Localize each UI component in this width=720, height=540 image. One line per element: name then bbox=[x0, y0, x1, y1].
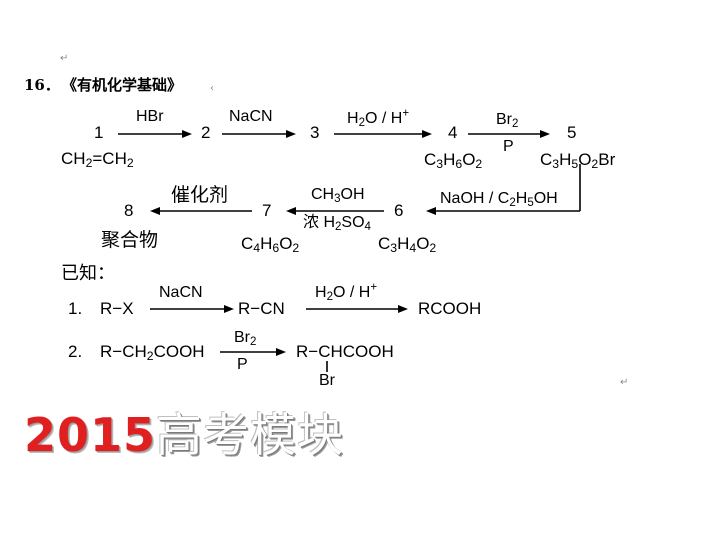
compound-number: 5 bbox=[567, 123, 577, 142]
known-product: R−CHCOOH bbox=[296, 342, 394, 361]
arrowhead bbox=[398, 305, 408, 313]
known-item-number: 2. bbox=[68, 342, 83, 361]
paragraph-mark: ↵ bbox=[60, 53, 69, 64]
reagent-label: Br2 bbox=[496, 111, 519, 130]
reagent-label: P bbox=[237, 356, 248, 373]
reagent-label: HBr bbox=[136, 108, 164, 125]
watermark-year: 2015 bbox=[24, 408, 157, 462]
arrowhead bbox=[286, 130, 296, 138]
known-item-number: 1. bbox=[68, 299, 83, 318]
reagent-label: 浓 H2SO4 bbox=[303, 214, 371, 233]
compound-number: 2 bbox=[201, 123, 211, 142]
arrowhead bbox=[540, 130, 550, 138]
arrowhead bbox=[422, 130, 432, 138]
question-number: 16． bbox=[24, 76, 60, 94]
compound-number: 6 bbox=[394, 201, 404, 220]
arrowhead bbox=[224, 305, 234, 313]
reagent-label: NaCN bbox=[159, 284, 203, 301]
compound-number: 4 bbox=[448, 123, 458, 142]
question-title: 《有机化学基础》 bbox=[62, 76, 183, 94]
formula-compound-5: C3H5O2Br bbox=[540, 150, 616, 172]
compound-number: 3 bbox=[310, 123, 320, 142]
reagent-label: Br2 bbox=[234, 329, 257, 348]
known-heading: 已知： bbox=[61, 263, 115, 284]
reagent-label: 催化剂 bbox=[171, 184, 229, 206]
arrowhead bbox=[150, 207, 160, 215]
compound-number: 1 bbox=[94, 123, 104, 142]
reagent-label: NaCN bbox=[229, 108, 273, 125]
known-reactant: R−CH2COOH bbox=[100, 342, 205, 364]
reagent-label: CH3OH bbox=[311, 186, 365, 205]
paragraph-mark: ↵ bbox=[620, 377, 629, 388]
reagent-label: H2O / H+ bbox=[347, 107, 410, 129]
known-reactant: R−X bbox=[100, 299, 134, 318]
known-substituent: Br bbox=[319, 372, 335, 389]
arrowhead bbox=[286, 207, 296, 215]
watermark-text: 高考模块 bbox=[156, 408, 345, 462]
known-product: RCOOH bbox=[418, 299, 482, 318]
arrowhead bbox=[276, 348, 286, 356]
title-mark: ‹ bbox=[210, 83, 214, 94]
compound-number: 7 bbox=[262, 201, 272, 220]
reagent-label: P bbox=[503, 138, 514, 155]
formula-ethylene: CH2=CH2 bbox=[61, 149, 134, 171]
formula-compound-7: C4H6O2 bbox=[241, 234, 300, 256]
arrowhead bbox=[182, 130, 192, 138]
reagent-label: H2O / H+ bbox=[315, 281, 378, 303]
arrowhead bbox=[426, 207, 436, 215]
compound-number: 8 bbox=[124, 201, 134, 220]
polymer-label: 聚合物 bbox=[101, 229, 159, 251]
known-intermediate: R−CN bbox=[238, 299, 285, 318]
reagent-label: NaOH / C2H5OH bbox=[440, 190, 558, 209]
formula-compound-4: C3H6O2 bbox=[424, 150, 483, 172]
formula-compound-6: C3H4O2 bbox=[378, 234, 437, 256]
watermark: 2015高考模块 bbox=[24, 412, 344, 458]
